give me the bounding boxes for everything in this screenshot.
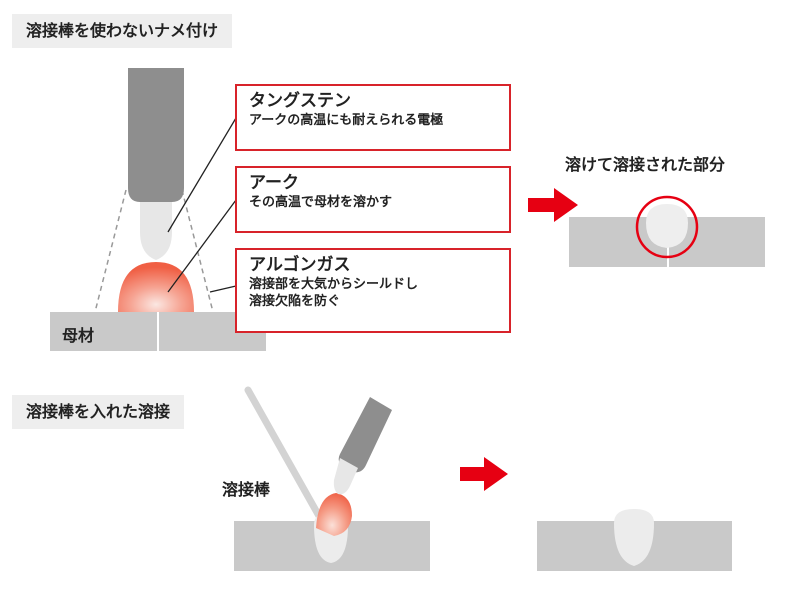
callout-arc: アーク その高温で母材を溶かす [235, 166, 511, 233]
filler-rod-label: 溶接棒 [222, 480, 271, 499]
filler-rod [244, 386, 332, 536]
tungsten-electrode-2 [333, 458, 358, 495]
leader-line-arc [167, 199, 237, 293]
callout-tungsten: タングステン アークの高温にも耐えられる電極 [235, 84, 511, 151]
gas-shield-line-right [181, 189, 214, 313]
callout-argon-gas: アルゴンガス 溶接部を大気からシールドし 溶接欠陥を防ぐ [235, 248, 511, 333]
callout-argon-gas-desc-line1: 溶接部を大気からシールドし [249, 277, 419, 292]
tig-torch-diagram [50, 68, 266, 351]
callout-tungsten-title: タングステン [249, 91, 351, 111]
section-title-with-filler: 溶接棒を入れた溶接 [12, 395, 185, 429]
base-metal-label: 母材 [62, 326, 95, 345]
arc-glow [118, 262, 194, 312]
leader-line-gas [209, 285, 237, 293]
right-arrow-icon [460, 457, 508, 491]
tungsten-electrode [140, 202, 172, 260]
electrode-holder [128, 68, 184, 202]
melted-part-label: 溶けて溶接された部分 [565, 155, 726, 174]
filler-rod-diagram [234, 386, 430, 571]
arc-glow-2 [316, 493, 352, 536]
filled-weld-bead [614, 509, 654, 566]
filled-weld-result [537, 509, 732, 571]
callout-arc-desc: その高温で母材を溶かす [249, 195, 393, 210]
leader-line-tungsten [167, 117, 237, 233]
electrode-holder-2 [338, 397, 392, 473]
callout-argon-gas-title: アルゴンガス [249, 255, 351, 275]
weld-highlight-circle [635, 195, 699, 259]
callout-tungsten-desc: アークの高温にも耐えられる電極 [249, 113, 444, 128]
section-title-no-filler: 溶接棒を使わないナメ付け [12, 14, 233, 48]
callout-argon-gas-desc-line2: 溶接欠陥を防ぐ [249, 294, 341, 309]
weld-bead [646, 204, 688, 248]
melted-result-diagram [569, 195, 765, 267]
right-arrow-icon [528, 188, 578, 222]
callout-arc-title: アーク [249, 173, 299, 193]
base-metal-left [50, 312, 157, 351]
gas-shield-line-left [94, 189, 127, 313]
